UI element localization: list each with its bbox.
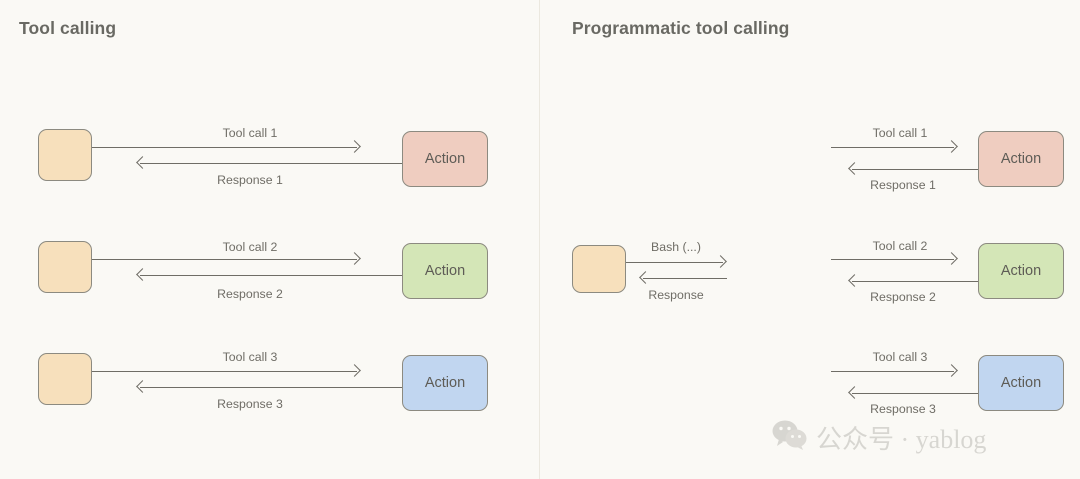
tool-call-line-left-3 xyxy=(92,371,357,372)
action-box-left-2: Action xyxy=(402,243,488,299)
tool-call-line-left-1 xyxy=(92,147,357,148)
response-label-left-1: Response 1 xyxy=(217,173,283,187)
response-arrowhead-left-2 xyxy=(138,270,149,281)
tool-call-label-left-2: Tool call 2 xyxy=(222,240,278,254)
bash-response-line xyxy=(643,278,727,279)
tool-call-arrowhead-right-2 xyxy=(947,254,958,265)
action-box-right-1: Action xyxy=(978,131,1064,187)
bash-call-line xyxy=(626,262,723,263)
bash-response-arrowhead xyxy=(641,273,652,284)
page-title-tool-calling: Tool calling xyxy=(19,18,117,38)
action-box-left-1: Action xyxy=(402,131,488,187)
bash-call-label: Bash (...) xyxy=(651,240,701,254)
tool-calling-panel: Tool calling Tool call 1 Response 1 Acti… xyxy=(0,0,539,479)
response-line-left-3 xyxy=(140,387,402,388)
response-arrowhead-left-3 xyxy=(138,382,149,393)
response-arrowhead-left-1 xyxy=(138,158,149,169)
response-label-left-2: Response 2 xyxy=(217,287,283,301)
tool-call-arrowhead-left-1 xyxy=(350,142,361,153)
bash-response-label: Response xyxy=(648,288,704,302)
action-box-left-3: Action xyxy=(402,355,488,411)
agent-box-left-2 xyxy=(38,241,92,293)
response-line-right-2 xyxy=(852,281,979,282)
tool-call-line-right-3 xyxy=(831,371,954,372)
response-label-right-2: Response 2 xyxy=(870,290,936,304)
response-label-left-3: Response 3 xyxy=(217,397,283,411)
panel-divider xyxy=(539,0,540,479)
tool-call-label-right-1: Tool call 1 xyxy=(872,126,928,140)
response-line-right-3 xyxy=(852,393,979,394)
response-line-left-1 xyxy=(140,163,402,164)
tool-call-line-right-1 xyxy=(831,147,954,148)
programmatic-tool-calling-panel: Programmatic tool calling Bash (...) Res… xyxy=(540,0,1080,479)
response-label-right-3: Response 3 xyxy=(870,402,936,416)
watermark: 公众号 · yablog xyxy=(772,419,986,456)
tool-call-label-right-3: Tool call 3 xyxy=(872,350,928,364)
tool-call-arrowhead-right-3 xyxy=(947,366,958,377)
tool-call-label-right-2: Tool call 2 xyxy=(872,239,928,253)
bash-call-arrowhead xyxy=(716,257,727,268)
action-box-right-2: Action xyxy=(978,243,1064,299)
watermark-text: 公众号 · yablog xyxy=(816,425,987,454)
agent-box-right xyxy=(572,245,626,293)
response-arrowhead-right-3 xyxy=(850,388,861,399)
response-line-right-1 xyxy=(852,169,979,170)
tool-call-arrowhead-left-3 xyxy=(350,366,361,377)
tool-call-line-left-2 xyxy=(92,259,357,260)
action-box-right-3: Action xyxy=(978,355,1064,411)
response-label-right-1: Response 1 xyxy=(870,178,936,192)
tool-call-arrowhead-right-1 xyxy=(947,142,958,153)
response-arrowhead-right-2 xyxy=(850,276,861,287)
agent-box-left-1 xyxy=(38,129,92,181)
tool-call-label-left-1: Tool call 1 xyxy=(222,126,278,140)
tool-call-arrowhead-left-2 xyxy=(350,254,361,265)
response-arrowhead-right-1 xyxy=(850,164,861,175)
tool-call-label-left-3: Tool call 3 xyxy=(222,350,278,364)
page-title-programmatic-tool-calling: Programmatic tool calling xyxy=(572,18,790,38)
agent-box-left-3 xyxy=(38,353,92,405)
response-line-left-2 xyxy=(140,275,402,276)
tool-call-line-right-2 xyxy=(831,259,954,260)
wechat-icon xyxy=(772,420,808,455)
